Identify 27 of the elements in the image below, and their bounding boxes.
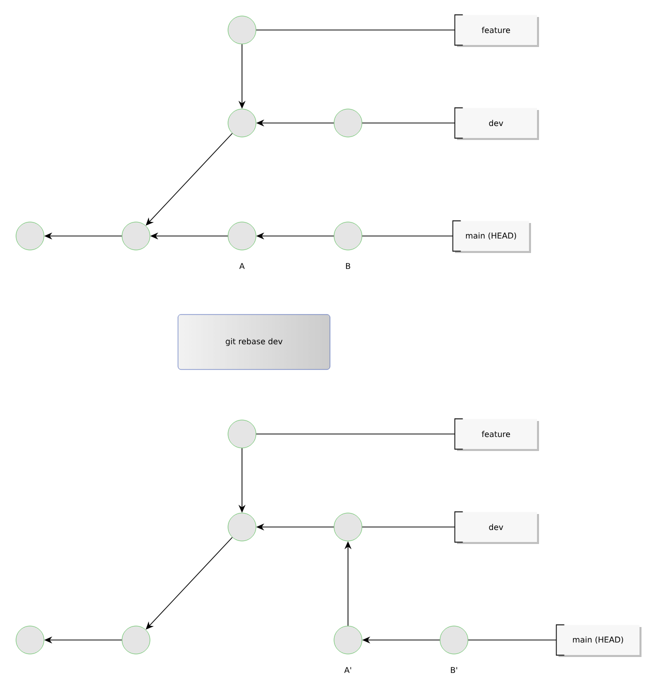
commit-circle <box>228 108 256 138</box>
branch-label: dev <box>454 511 539 544</box>
commit-circle <box>16 626 44 654</box>
commit-circle <box>122 626 150 654</box>
commit-circle <box>228 16 256 44</box>
commit-circle <box>228 512 256 542</box>
commit-circle <box>228 420 256 448</box>
commit-circle <box>334 222 362 250</box>
commit-name: A' <box>344 667 352 673</box>
commit-circle <box>334 626 362 654</box>
commit-circle <box>334 512 362 542</box>
branch-label: dev <box>454 107 539 140</box>
branch-label: main (HEAD) <box>556 624 642 657</box>
branch-label: feature <box>454 14 539 47</box>
commit-circle <box>334 108 362 138</box>
commit-name: B <box>346 263 350 269</box>
commit-name: B' <box>450 667 458 673</box>
commit-circle <box>16 222 44 250</box>
commit-name: A <box>239 263 245 269</box>
branch-label: feature <box>454 418 539 451</box>
command-box: git rebase dev <box>178 314 330 370</box>
connector-line <box>362 526 456 528</box>
connector-line <box>362 122 456 124</box>
branch-label: main (HEAD) <box>452 220 531 253</box>
commit-circle <box>440 626 468 654</box>
commit-circle <box>228 222 256 250</box>
commit-circle <box>122 222 150 250</box>
